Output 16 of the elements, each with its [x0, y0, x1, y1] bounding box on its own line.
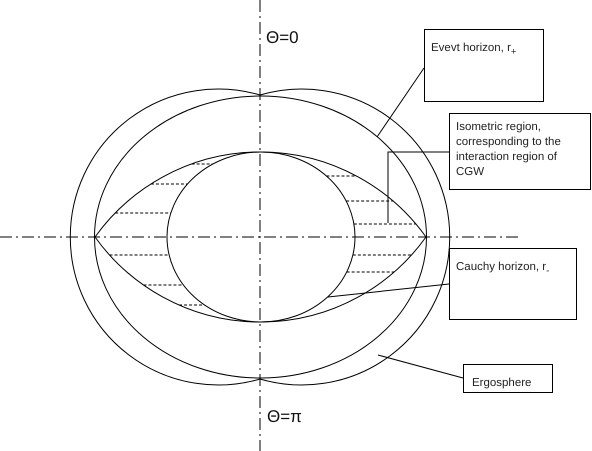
leader-line — [376, 68, 424, 138]
callout-box — [449, 113, 591, 190]
callout-text: Isometric region, corresponding to the interaction region of CGW — [456, 120, 562, 180]
callout-text: Cauchy horizon, r$_{-}$ — [456, 260, 550, 278]
leader-line — [378, 354, 464, 378]
hatched-region — [109, 164, 416, 306]
leader-line — [388, 152, 450, 224]
callout-box — [449, 248, 577, 320]
callout-text: Evevt horizon, r$_{+}$ — [431, 41, 516, 60]
horizon-circle — [94, 96, 427, 378]
angle-label: Θ=0 — [266, 28, 299, 48]
callout-text: Ergosphere — [472, 376, 532, 391]
callout-box — [463, 364, 553, 393]
inner-ellipse — [166, 152, 356, 322]
angle-label: Θ=π — [267, 407, 302, 427]
callout-box — [424, 29, 544, 102]
